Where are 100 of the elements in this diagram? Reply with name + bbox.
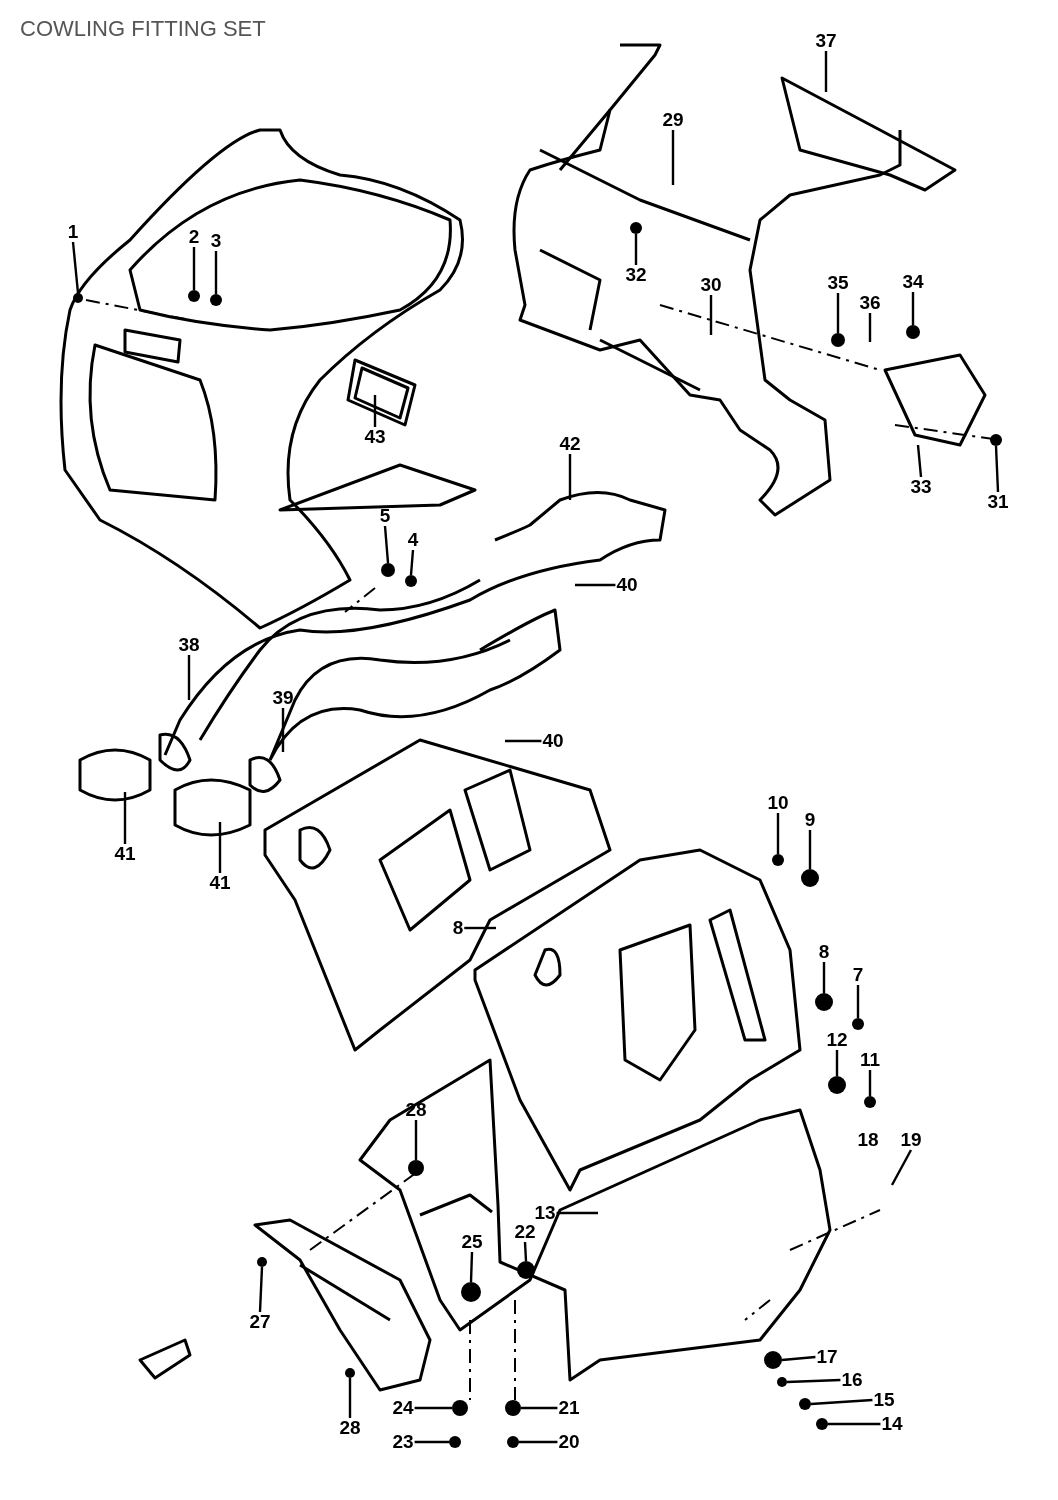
- callout-number: 9: [803, 810, 817, 830]
- callout-number: 22: [513, 1222, 537, 1242]
- leader-line: [523, 1241, 528, 1262]
- callout-number: 5: [378, 506, 392, 526]
- callout-number: 35: [826, 273, 850, 293]
- leader-line: [808, 830, 812, 869]
- callout-number: 11: [858, 1050, 882, 1070]
- fastener-part: [405, 575, 417, 587]
- leader-line: [373, 395, 377, 427]
- fastener-part: [381, 563, 395, 577]
- callout-number: 36: [858, 293, 882, 313]
- callout-number: 18: [856, 1130, 880, 1150]
- fastener-part: [777, 1377, 787, 1387]
- leader-line: [786, 1378, 841, 1384]
- fastener-part: [630, 222, 642, 234]
- fastener-part: [816, 1418, 828, 1430]
- callout-number: 37: [814, 31, 838, 51]
- callout-number: 43: [363, 427, 387, 447]
- leader-line: [568, 454, 572, 500]
- leader-line: [916, 444, 923, 478]
- diagram-title: COWLING FITTING SET: [20, 16, 266, 42]
- fastener-part: [990, 434, 1002, 446]
- callout-number: 41: [208, 873, 232, 893]
- fastener-part: [772, 854, 784, 866]
- leader-line: [469, 1251, 474, 1283]
- leader-line: [71, 241, 80, 294]
- callout-number: 40: [541, 731, 565, 751]
- fastener-part: [517, 1261, 535, 1279]
- leader-line: [556, 1211, 598, 1215]
- fastener-part: [73, 293, 83, 303]
- callout-number: 8: [451, 918, 465, 938]
- callout-number: 42: [558, 434, 582, 454]
- fastener-part: [852, 1018, 864, 1030]
- callout-number: 28: [404, 1100, 428, 1120]
- callout-number: 34: [901, 272, 925, 292]
- fastener-part: [801, 869, 819, 887]
- leader-line: [414, 1406, 452, 1410]
- fastener-part: [831, 333, 845, 347]
- leader-line: [258, 1266, 264, 1313]
- leader-line: [836, 293, 840, 333]
- callout-number: 10: [766, 793, 790, 813]
- fastener-part: [345, 1368, 355, 1378]
- leader-line: [671, 130, 675, 185]
- fastener-part: [906, 325, 920, 339]
- fastener-part: [408, 1160, 424, 1176]
- leader-line: [192, 247, 196, 290]
- callout-number: 21: [557, 1398, 581, 1418]
- leader-line: [519, 1440, 558, 1444]
- fastener-part: [210, 294, 222, 306]
- leader-line: [856, 985, 860, 1018]
- leader-line: [994, 445, 1000, 493]
- callout-number: 33: [909, 477, 933, 497]
- leader-line: [868, 313, 872, 342]
- leader-line: [911, 292, 915, 325]
- fastener-part: [828, 1076, 846, 1094]
- leader-line: [409, 549, 415, 576]
- callout-number: 40: [615, 575, 639, 595]
- callout-number: 7: [851, 965, 865, 985]
- leader-line: [521, 1406, 558, 1410]
- fastener-part: [188, 290, 200, 302]
- fastener-part: [452, 1400, 468, 1416]
- callout-number: 23: [391, 1432, 415, 1452]
- fastener-part: [449, 1436, 461, 1448]
- callout-number: 1: [66, 222, 80, 242]
- leader-line: [709, 295, 713, 335]
- callout-number: 16: [840, 1370, 864, 1390]
- callout-number: 25: [460, 1232, 484, 1252]
- callout-number: 15: [872, 1390, 896, 1410]
- leader-line: [868, 1070, 872, 1096]
- leader-line: [383, 525, 390, 564]
- leader-line: [281, 708, 285, 752]
- leader-line: [414, 1440, 449, 1444]
- callout-number: 2: [187, 227, 201, 247]
- callout-number: 41: [113, 844, 137, 864]
- leader-line: [187, 655, 191, 700]
- callout-number: 19: [899, 1130, 923, 1150]
- leader-line: [575, 583, 616, 587]
- leader-line: [776, 813, 780, 854]
- fastener-part: [505, 1400, 521, 1416]
- callout-number: 3: [209, 231, 223, 251]
- leader-line: [218, 822, 222, 873]
- fastener-part: [815, 993, 833, 1011]
- leader-line: [828, 1422, 881, 1426]
- leader-line: [505, 739, 542, 743]
- fastener-part: [764, 1351, 782, 1369]
- leader-line: [123, 792, 127, 844]
- callout-number: 38: [177, 635, 201, 655]
- callout-number: 20: [557, 1432, 581, 1452]
- callout-number: 13: [533, 1203, 557, 1223]
- leader-line: [634, 234, 638, 265]
- fastener-part: [461, 1282, 481, 1302]
- callout-number: 27: [248, 1312, 272, 1332]
- leader-line: [348, 1378, 352, 1418]
- callout-number: 4: [406, 530, 420, 550]
- callout-number: 28: [338, 1418, 362, 1438]
- leader-line: [810, 1398, 873, 1406]
- leader-line: [414, 1120, 418, 1160]
- fastener-part: [864, 1096, 876, 1108]
- callout-number: 39: [271, 688, 295, 708]
- callout-number: 8: [817, 942, 831, 962]
